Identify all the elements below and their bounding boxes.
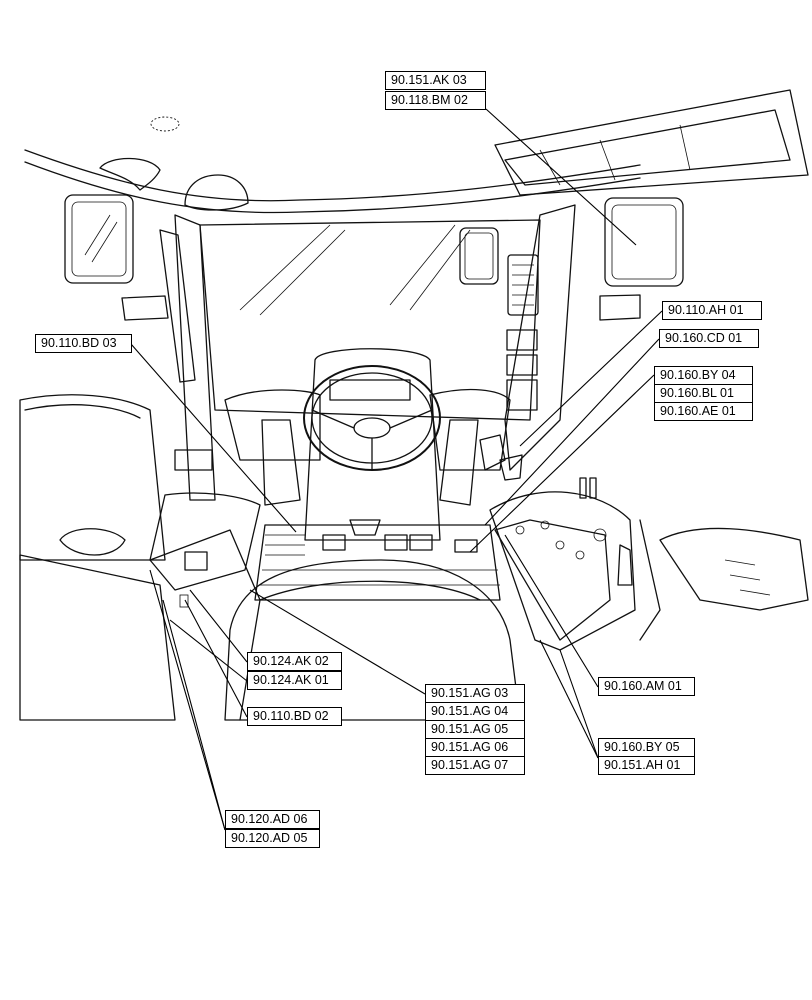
callout-cd01[interactable]: 90.160.CD 01 <box>659 329 759 348</box>
steering-wheel <box>303 365 441 471</box>
right-mirror <box>459 197 684 321</box>
leader-lines <box>130 108 663 831</box>
right-side-body <box>639 519 809 641</box>
roof-hook <box>99 157 161 191</box>
windshield <box>199 219 541 421</box>
dome-light <box>184 174 249 211</box>
callout-bl01[interactable]: 90.160.BL 01 <box>654 384 753 403</box>
right-armrest-console <box>479 434 636 651</box>
left-mirror <box>64 194 169 321</box>
callout-ah01b[interactable]: 90.151.AH 01 <box>598 756 695 775</box>
pedals <box>322 519 478 553</box>
callout-ag03[interactable]: 90.151.AG 03 <box>425 684 525 703</box>
callout-ak02[interactable]: 90.124.AK 02 <box>247 652 342 671</box>
callout-ak03[interactable]: 90.151.AK 03 <box>385 71 486 90</box>
callout-by05[interactable]: 90.160.BY 05 <box>598 738 695 757</box>
steering-column <box>304 348 441 541</box>
callout-am01[interactable]: 90.160.AM 01 <box>598 677 695 696</box>
callout-ae01[interactable]: 90.160.AE 01 <box>654 402 753 421</box>
callout-by04[interactable]: 90.160.BY 04 <box>654 366 753 385</box>
callout-ah01a[interactable]: 90.110.AH 01 <box>662 301 762 320</box>
callout-bd02[interactable]: 90.110.BD 02 <box>247 707 342 726</box>
callout-ag07[interactable]: 90.151.AG 07 <box>425 756 525 775</box>
callout-ag05[interactable]: 90.151.AG 05 <box>425 720 525 739</box>
callout-bd03[interactable]: 90.110.BD 03 <box>35 334 132 353</box>
upper-right-roof <box>494 89 809 196</box>
right-a-pillar <box>504 204 576 471</box>
callout-ag04[interactable]: 90.151.AG 04 <box>425 702 525 721</box>
dashboard <box>224 388 511 506</box>
floor-mat <box>254 524 501 601</box>
callout-ag06[interactable]: 90.151.AG 06 <box>425 738 525 757</box>
instructor-seat <box>19 394 261 591</box>
callout-ak01[interactable]: 90.124.AK 01 <box>247 671 342 690</box>
left-a-pillar <box>159 214 216 501</box>
callout-ad06[interactable]: 90.120.AD 06 <box>225 810 320 829</box>
callout-bm02[interactable]: 90.118.BM 02 <box>385 91 486 110</box>
left-side-panel <box>19 529 261 721</box>
callout-ad05[interactable]: 90.120.AD 05 <box>225 829 320 848</box>
